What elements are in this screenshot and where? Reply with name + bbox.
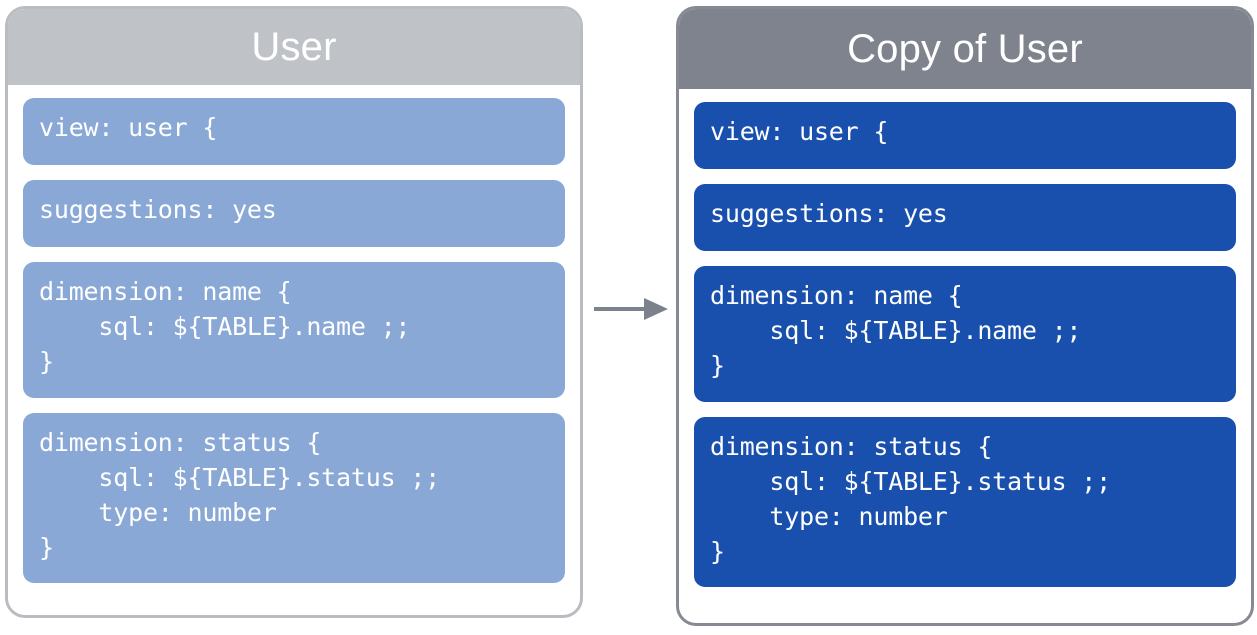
- source-block-view-declaration[interactable]: view: user {: [23, 98, 565, 165]
- copy-block-dimension-status[interactable]: dimension: status { sql: ${TABLE}.status…: [694, 417, 1236, 587]
- arrow-right-icon: [592, 295, 668, 323]
- copy-block-dimension-name[interactable]: dimension: name { sql: ${TABLE}.name ;; …: [694, 266, 1236, 402]
- source-panel-header: User: [8, 9, 580, 85]
- copy-block-view-declaration[interactable]: view: user {: [694, 102, 1236, 169]
- source-block-dimension-status[interactable]: dimension: status { sql: ${TABLE}.status…: [23, 413, 565, 583]
- copy-panel-body: view: user { suggestions: yes dimension:…: [679, 89, 1251, 601]
- copy-panel-title: Copy of User: [847, 27, 1083, 71]
- source-panel: User view: user { suggestions: yes dimen…: [5, 6, 583, 618]
- copy-panel: Copy of User view: user { suggestions: y…: [676, 6, 1254, 626]
- source-block-dimension-name[interactable]: dimension: name { sql: ${TABLE}.name ;; …: [23, 262, 565, 398]
- source-panel-title: User: [251, 25, 337, 69]
- source-block-suggestions-parameter[interactable]: suggestions: yes: [23, 180, 565, 247]
- copy-panel-header: Copy of User: [679, 9, 1251, 89]
- source-panel-body: view: user { suggestions: yes dimension:…: [8, 85, 580, 597]
- copy-block-suggestions-parameter[interactable]: suggestions: yes: [694, 184, 1236, 251]
